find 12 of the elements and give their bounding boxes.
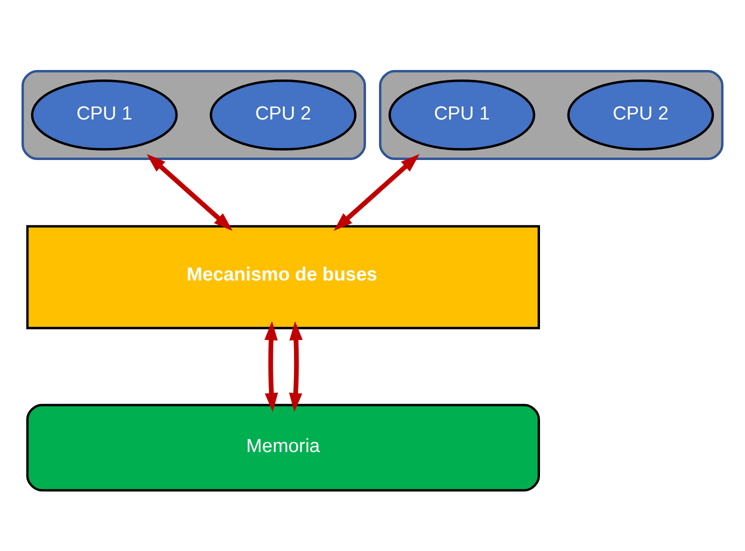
arrow	[264, 320, 278, 412]
arrow	[146, 154, 233, 230]
node-ellipse: CPU 2	[210, 79, 357, 150]
arrow	[334, 154, 420, 230]
cluster	[379, 70, 724, 160]
node-box: Memoria	[26, 403, 540, 491]
node-ellipse: CPU 2	[567, 79, 714, 150]
node-box: Mecanismo de buses	[26, 224, 540, 329]
node-ellipse: CPU 1	[388, 79, 536, 150]
cluster	[22, 70, 366, 160]
node-ellipse: CPU 1	[30, 79, 178, 150]
arrow	[289, 320, 303, 412]
